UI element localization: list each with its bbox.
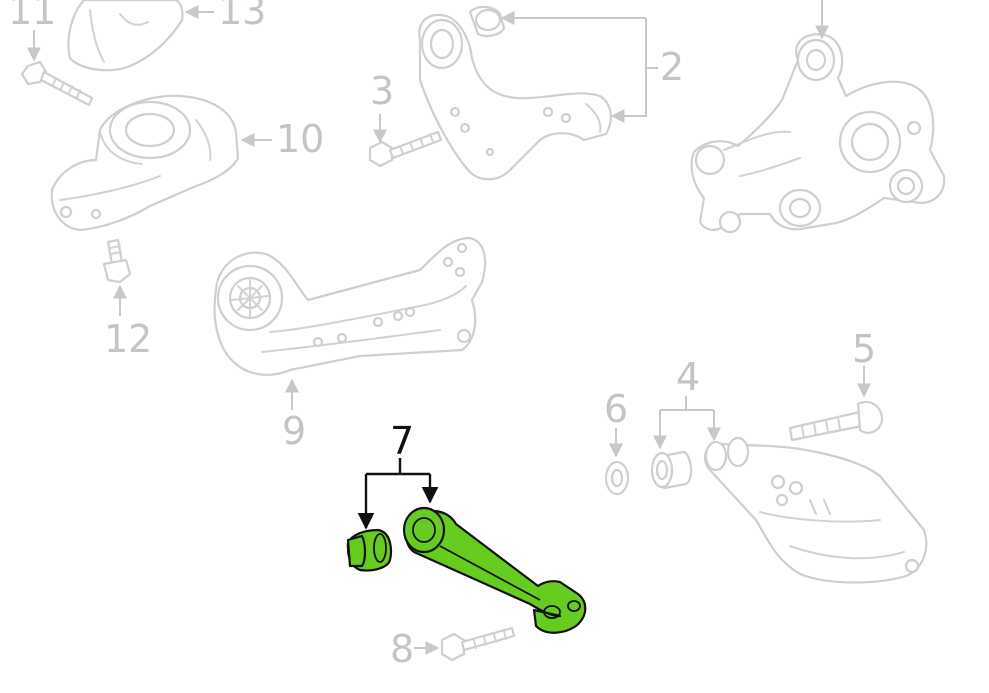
callout-12: 12 (104, 317, 152, 361)
callout-9: 9 (282, 409, 306, 453)
callout-5: 5 (852, 327, 876, 371)
part-2-upper-control-arm[interactable] (418, 5, 612, 181)
part-9-trailing-arm[interactable] (213, 236, 487, 376)
part-6-washer[interactable] (604, 460, 630, 496)
part-4-bushing[interactable] (650, 450, 693, 490)
callout-11: 11 (8, 0, 56, 33)
callout-6: 6 (604, 387, 628, 431)
callout-3: 3 (370, 69, 394, 113)
part-4-lower-control-arm[interactable] (703, 436, 928, 584)
callout-7: 7 (390, 419, 414, 463)
callout-4: 4 (676, 355, 700, 399)
part-1-knuckle[interactable] (690, 33, 946, 234)
part-11-bolt[interactable] (20, 60, 94, 107)
callout-10: 10 (276, 117, 324, 161)
part-3-bolt[interactable] (368, 130, 443, 168)
part-13-mount-cover[interactable] (67, 0, 184, 72)
part-12-bolt[interactable] (102, 238, 132, 284)
callout-8: 8 (390, 627, 414, 671)
callout-labels: 11 13 10 12 3 2 9 6 4 5 8 7 (8, 0, 876, 671)
part-7-lateral-link[interactable] (346, 506, 587, 634)
part-8-bolt[interactable] (440, 626, 516, 662)
callout-13: 13 (218, 0, 266, 33)
part-10-spring-seat[interactable] (50, 94, 240, 232)
part-5-bolt[interactable] (788, 400, 884, 442)
leader-lines (27, 0, 871, 655)
callout-2: 2 (660, 45, 684, 89)
